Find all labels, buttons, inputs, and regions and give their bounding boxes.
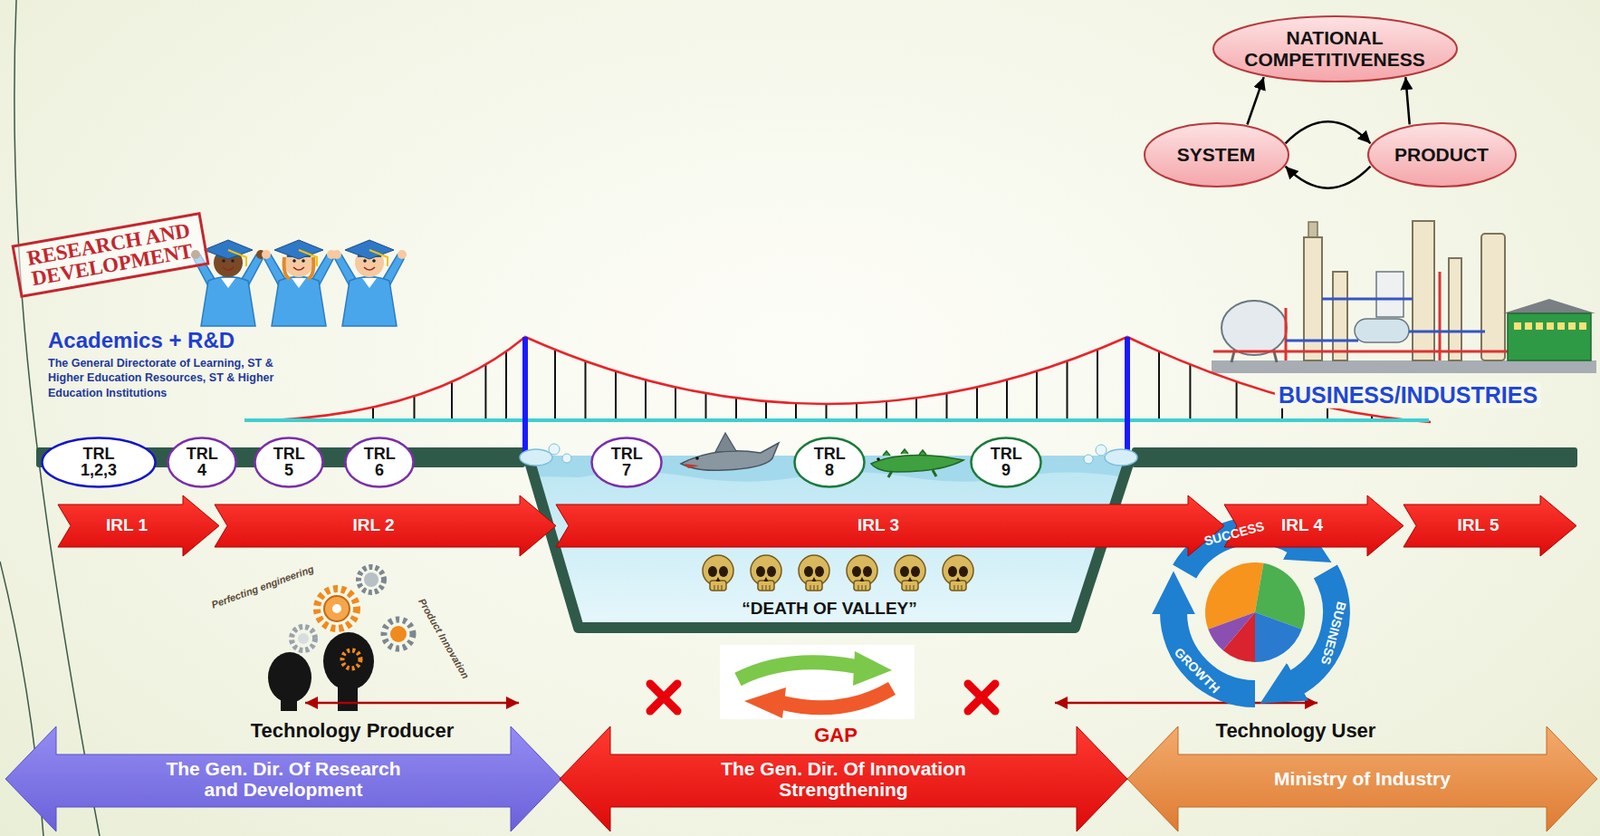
icon-caption: Perfecting engineering xyxy=(210,563,316,612)
irl-arrow: IRL 3 xyxy=(555,495,1225,556)
node-text: “DEATH OF VALLEY” xyxy=(741,598,918,619)
trl-ellipse: TRL 8 xyxy=(792,435,867,489)
goal-ellipse: PRODUCT xyxy=(1366,121,1518,189)
node-text: TRL 7 xyxy=(611,445,643,479)
stamp-text: RESEARCH AND DEVELOPMENT xyxy=(10,211,210,298)
agency-arrow: Ministry of Industry xyxy=(1127,726,1598,832)
gap-label: GAP xyxy=(814,723,858,747)
role-label: Technology User xyxy=(1216,718,1377,742)
trl-ellipse: TRL 5 xyxy=(252,435,326,489)
trl-ellipse: TRL 6 xyxy=(343,435,416,489)
icon-caption: Product Innovation xyxy=(415,595,471,681)
node-text: The Gen. Dir. Of Innovation Strengthenin… xyxy=(699,757,989,800)
trl-ellipse: TRL 4 xyxy=(165,435,239,489)
irl-arrow: IRL 1 xyxy=(57,495,220,556)
goal-ellipse: SYSTEM xyxy=(1142,121,1291,189)
node-text: TRL 9 xyxy=(990,445,1023,479)
trl-ellipse: TRL 7 xyxy=(589,435,664,489)
slide-decoration xyxy=(0,0,100,836)
node-text: IRL 5 xyxy=(1456,516,1499,536)
node-text: TRL 6 xyxy=(364,445,396,479)
graduates-picture xyxy=(191,239,407,326)
node-text: IRL 2 xyxy=(352,516,394,536)
node-text: IRL 4 xyxy=(1281,516,1323,536)
node-text: TRL 1,2,3 xyxy=(80,445,117,479)
node-text: IRL 3 xyxy=(857,516,900,536)
node-text: TRL 4 xyxy=(186,445,219,479)
connector xyxy=(1246,76,1264,125)
node-text: Ministry of Industry xyxy=(1274,767,1451,789)
irl-arrow: IRL 5 xyxy=(1403,495,1577,556)
connector xyxy=(1285,121,1371,144)
node-text: TRL 8 xyxy=(814,445,846,479)
node-text: NATIONAL COMPETITIVENESS xyxy=(1238,27,1431,71)
trl-ellipse: TRL 1,2,3 xyxy=(39,435,158,489)
node-text: PRODUCT xyxy=(1394,143,1489,166)
factory-picture xyxy=(1211,220,1597,374)
irl-arrow: IRL 2 xyxy=(214,495,556,556)
role-label: Technology Producer xyxy=(250,718,455,742)
node-text: The Gen. Dir. Of Research and Developmen… xyxy=(147,757,420,800)
group-note: The General Directorate of Learning, ST … xyxy=(47,355,311,401)
agency-arrow: The Gen. Dir. Of Research and Developmen… xyxy=(5,726,562,832)
node-text: SYSTEM xyxy=(1177,143,1256,166)
group-heading: Academics + R&D xyxy=(47,327,235,354)
innovation-head-picture xyxy=(268,566,413,711)
gap-picture xyxy=(719,644,915,719)
connector xyxy=(1405,76,1409,125)
node-text: IRL 1 xyxy=(105,516,148,536)
connector xyxy=(1285,166,1371,189)
trl-ellipse: TRL 9 xyxy=(968,435,1044,489)
node-text: TRL 5 xyxy=(273,445,306,479)
section-heading: BUSINESS/INDUSTRIES xyxy=(1274,382,1542,409)
goal-ellipse: NATIONAL COMPETITIVENESS xyxy=(1211,14,1459,84)
